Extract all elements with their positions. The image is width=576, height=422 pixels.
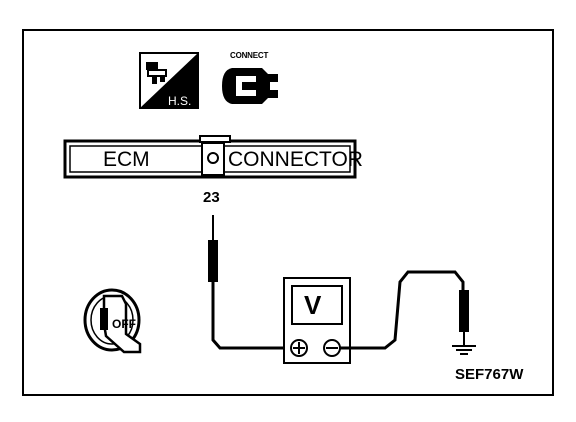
connector-label: CONNECTOR	[228, 148, 363, 171]
hs-icon	[139, 52, 199, 109]
ground-lead	[340, 270, 469, 350]
pin-number-label: 23	[203, 189, 220, 206]
probe-lead	[208, 215, 290, 350]
hs-icon-label: H.S.	[168, 94, 192, 108]
ignition-off-label: OFF	[112, 317, 136, 331]
voltmeter-label: V	[304, 290, 322, 320]
diagram-frame	[22, 29, 554, 396]
connector-icon	[222, 68, 278, 104]
connect-icon-label: CONNECT	[230, 51, 269, 60]
voltmeter	[283, 277, 351, 364]
ignition-key-icon	[83, 288, 142, 354]
figure-id: SEF767W	[455, 366, 524, 383]
connector-pin-terminal	[207, 152, 219, 164]
ecm-connector-block	[63, 135, 357, 179]
ground-symbol	[452, 345, 476, 355]
ecm-label: ECM	[103, 148, 150, 171]
